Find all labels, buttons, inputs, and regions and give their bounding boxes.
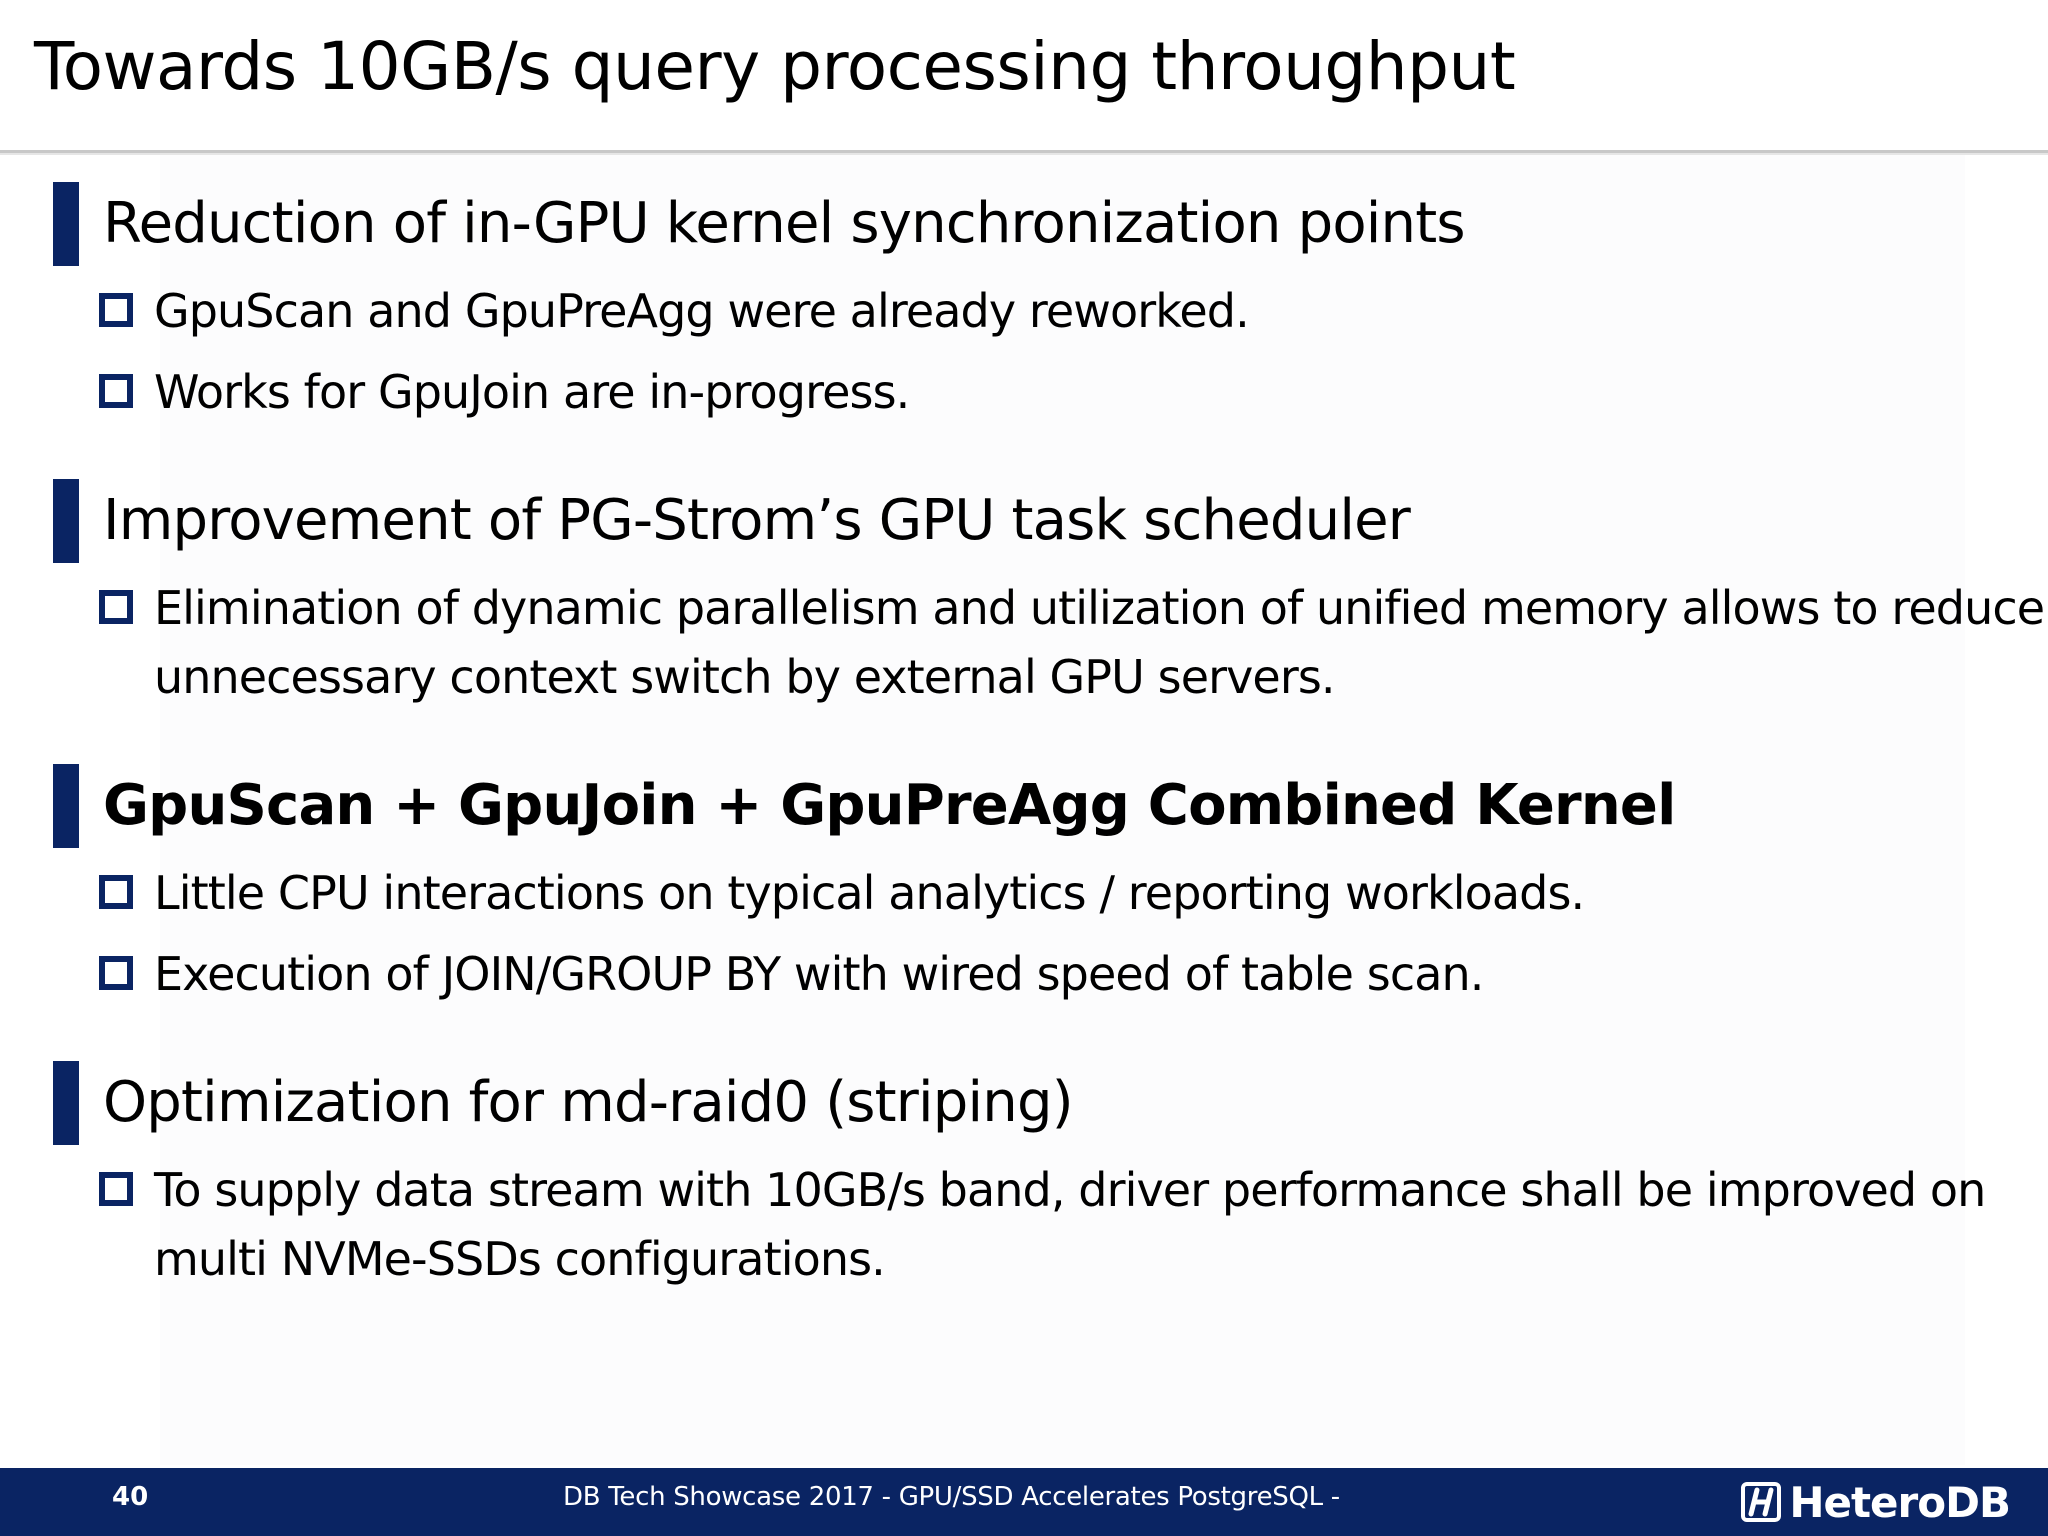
- bullet-text: Little CPU interactions on typical analy…: [154, 866, 1585, 920]
- bullet-text: Execution of JOIN/GROUP BY with wired sp…: [154, 947, 1484, 1001]
- bullet-text: Elimination of dynamic parallelism and u…: [154, 581, 2045, 704]
- square-bullet-icon: [99, 956, 133, 990]
- square-bullet-icon: [99, 875, 133, 909]
- square-bullet-icon: [99, 293, 133, 327]
- heterodb-logo: HeteroDB: [1741, 1476, 2011, 1528]
- title-area: Towards 10GB/s query processing throughp…: [0, 0, 2048, 153]
- slide-title: Towards 10GB/s query processing throughp…: [34, 28, 1516, 105]
- logo-text: HeteroDB: [1789, 1477, 2011, 1527]
- section-marker: [53, 764, 79, 848]
- footer-bar: 40 DB Tech Showcase 2017 - GPU/SSD Accel…: [0, 1468, 2048, 1536]
- page-number: 40: [112, 1482, 149, 1512]
- square-bullet-icon: [99, 374, 133, 408]
- content-background: [160, 155, 1965, 1465]
- heterodb-logo-icon: [1741, 1482, 1782, 1522]
- square-bullet-icon: [99, 590, 133, 624]
- bullet-text: To supply data stream with 10GB/s band, …: [154, 1163, 1986, 1286]
- section-marker: [53, 182, 79, 266]
- section-heading: Improvement of PG-Strom’s GPU task sched…: [103, 488, 1411, 553]
- section-marker: [53, 1061, 79, 1145]
- bullet-text: GpuScan and GpuPreAgg were already rewor…: [154, 284, 1250, 338]
- section-heading: GpuScan + GpuJoin + GpuPreAgg Combined K…: [103, 773, 1676, 838]
- section-heading: Optimization for md-raid0 (striping): [103, 1070, 1074, 1135]
- square-bullet-icon: [99, 1172, 133, 1206]
- footer-caption: DB Tech Showcase 2017 - GPU/SSD Accelera…: [563, 1482, 1340, 1512]
- section-marker: [53, 479, 79, 563]
- section-heading: Reduction of in-GPU kernel synchronizati…: [103, 191, 1466, 256]
- bullet-text: Works for GpuJoin are in-progress.: [154, 365, 910, 419]
